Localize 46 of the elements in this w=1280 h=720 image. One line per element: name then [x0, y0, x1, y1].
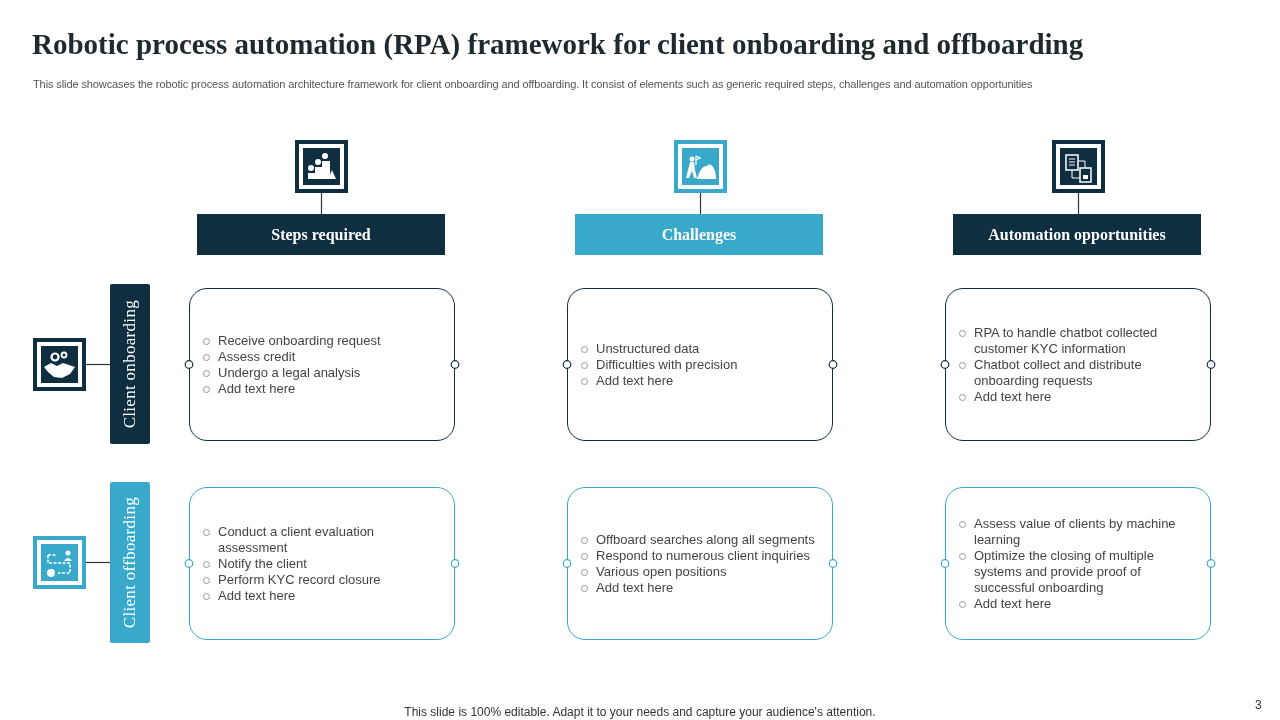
bullet-item: Perform KYC record closure [200, 571, 440, 588]
connector-line [699, 192, 702, 215]
bullet-item: Conduct a client evaluation assessment [200, 523, 440, 556]
icon-tile [295, 140, 348, 193]
bullet-item: Add text here [200, 587, 440, 604]
bullet-item: Various open positions [578, 563, 818, 580]
bullet-item: Undergo a legal analysis [200, 364, 440, 381]
bullet-item: Notify the client [200, 555, 440, 572]
bullet-item: Add text here [200, 380, 440, 397]
bullet-item: Receive onboarding request [200, 332, 440, 349]
subtitle-text: This slide showcases the robotic process automation architecture framework for client onboarding and offboarding. It consist of elements such as generic required steps, challenges and automation opportunities [33, 78, 1033, 90]
bullet-item: Chatbot collect and distribute onboarding requests [956, 356, 1196, 389]
icon-tile [674, 140, 727, 193]
footer-note: This slide is 100% editable. Adapt it to your needs and capture your audience's attention. [404, 705, 876, 719]
connector-line [85, 561, 111, 564]
bullet-item: Add text here [956, 595, 1196, 612]
page-number: 3 [1255, 698, 1262, 712]
icon-tile [33, 536, 86, 589]
content-card [945, 288, 1211, 441]
slide-title: Robotic process automation (RPA) framework for client onboarding and offboarding [32, 28, 1084, 61]
connector-line [320, 192, 323, 215]
bullet-item: Optimize the closing of multiple systems and provide proof of successful onboarding [956, 547, 1196, 596]
bullet-item: Respond to numerous client inquiries [578, 547, 818, 564]
content-card [945, 487, 1211, 640]
content-card [189, 288, 455, 441]
icon-tile [33, 338, 86, 391]
connector-line [85, 363, 111, 366]
row-header: Client onboarding [110, 284, 150, 444]
content-card [567, 288, 833, 441]
row-header: Client offboarding [110, 482, 150, 643]
bullet-item: Assess value of clients by machine learning [956, 515, 1196, 548]
icon-tile [1052, 140, 1105, 193]
bullet-item: Add text here [578, 579, 818, 596]
content-card [189, 487, 455, 640]
bullet-item: RPA to handle chatbot collected customer KYC information [956, 324, 1196, 357]
column-header: Challenges [575, 214, 823, 255]
content-card [567, 487, 833, 640]
bullet-item: Offboard searches along all segments [578, 531, 818, 548]
bullet-item: Add text here [956, 388, 1196, 405]
bullet-item: Assess credit [200, 348, 440, 365]
column-header: Steps required [197, 214, 445, 255]
bullet-item: Add text here [578, 372, 818, 389]
column-header: Automation opportunities [953, 214, 1201, 255]
connector-line [1077, 192, 1080, 215]
bullet-item: Difficulties with precision [578, 356, 818, 373]
bullet-item: Unstructured data [578, 340, 818, 357]
